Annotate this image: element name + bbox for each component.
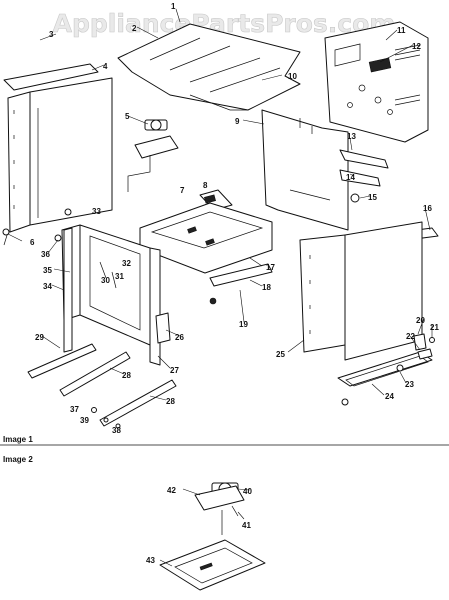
callout-32: 32 — [122, 259, 131, 268]
callout-3: 3 — [49, 30, 54, 39]
callout-43: 43 — [146, 556, 155, 565]
callout-37: 37 — [70, 405, 79, 414]
callout-5: 5 — [125, 112, 130, 121]
callout-26: 26 — [175, 333, 184, 342]
callout-22: 22 — [406, 332, 415, 341]
right-side-panel — [299, 221, 423, 361]
callout-20: 20 — [416, 316, 425, 325]
burner-box — [139, 202, 273, 305]
callout-11: 11 — [397, 26, 406, 35]
valve-assembly — [127, 119, 179, 192]
callout-29: 29 — [35, 333, 44, 342]
rear-inner-panel — [261, 109, 349, 231]
callout-6: 6 — [30, 238, 35, 247]
right-hardware — [413, 333, 435, 360]
section-label-image-1: Image 1 — [3, 435, 33, 444]
callout-labels: 1 2 3 4 5 6 7 8 9 10 11 12 13 14 15 16 1… — [30, 2, 439, 565]
callout-42: 42 — [167, 486, 176, 495]
burner-bracket — [199, 189, 233, 211]
bracket-26 — [155, 312, 171, 344]
callout-15: 15 — [368, 193, 377, 202]
callout-13: 13 — [347, 132, 356, 141]
callout-14: 14 — [346, 173, 355, 182]
left-screws — [2, 208, 72, 242]
callout-31: 31 — [115, 272, 124, 281]
callout-24: 24 — [385, 392, 394, 401]
oven-front-frame — [61, 224, 161, 366]
callout-41: 41 — [242, 521, 251, 530]
callout-1: 1 — [171, 2, 176, 11]
callout-19: 19 — [239, 320, 248, 329]
small-hardware — [91, 407, 121, 429]
callout-25: 25 — [276, 350, 285, 359]
section-label-image-2: Image 2 — [3, 455, 33, 464]
callout-36: 36 — [41, 250, 50, 259]
callout-4: 4 — [103, 62, 108, 71]
callout-10: 10 — [288, 72, 297, 81]
callout-9: 9 — [235, 117, 240, 126]
callout-27: 27 — [170, 366, 179, 375]
callout-16: 16 — [423, 204, 432, 213]
callout-23: 23 — [405, 380, 414, 389]
callout-28-upper: 28 — [122, 371, 131, 380]
bottom-rail — [337, 351, 433, 406]
callout-33: 33 — [92, 207, 101, 216]
callout-8: 8 — [203, 181, 208, 190]
cross-member — [209, 263, 273, 287]
top-panel — [117, 23, 301, 111]
callout-21: 21 — [430, 323, 439, 332]
callout-30: 30 — [101, 276, 110, 285]
callout-38: 38 — [112, 426, 121, 435]
valve-assembly-image2 — [194, 482, 245, 535]
callout-7: 7 — [180, 186, 185, 195]
callout-39: 39 — [80, 416, 89, 425]
callout-17: 17 — [266, 263, 275, 272]
leader-lines — [7, 8, 433, 567]
callout-40: 40 — [243, 487, 252, 496]
callout-35: 35 — [43, 266, 52, 275]
callout-18: 18 — [262, 283, 271, 292]
oven-rails — [27, 343, 177, 427]
left-side-panel — [3, 63, 113, 246]
callout-2: 2 — [132, 24, 137, 33]
bottom-bracket-image2 — [159, 539, 266, 591]
callout-12: 12 — [412, 42, 421, 51]
callout-28-lower: 28 — [166, 397, 175, 406]
rear-panel — [324, 21, 429, 143]
callout-34: 34 — [43, 282, 52, 291]
watermark-text: AppliancePartsPros.com — [53, 9, 396, 38]
